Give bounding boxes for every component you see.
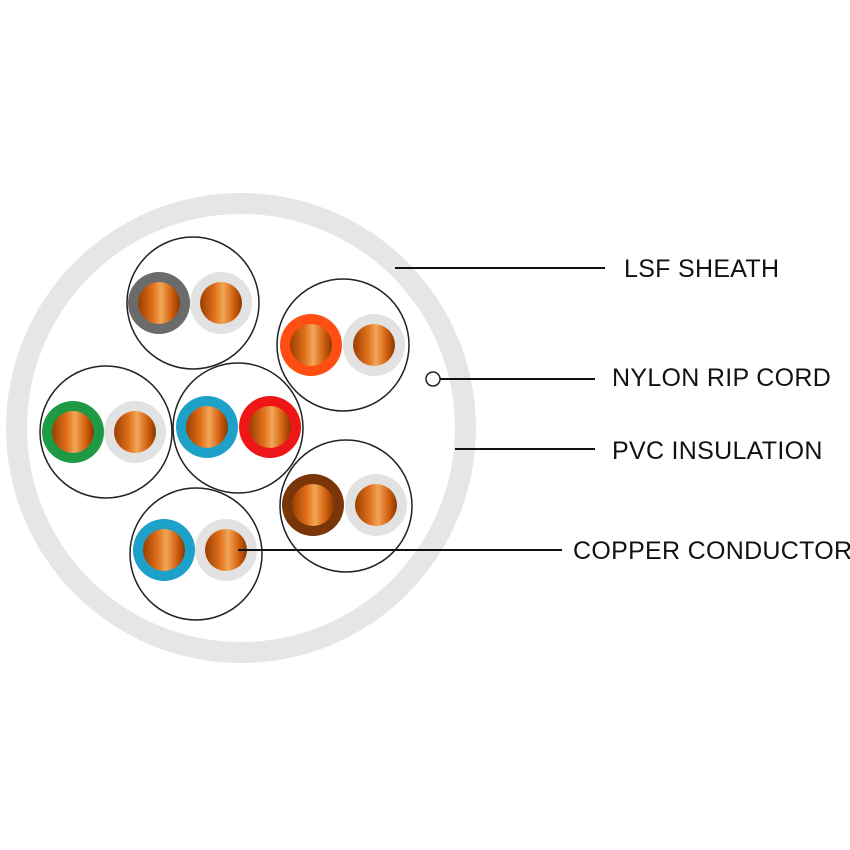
green-pair (39, 365, 173, 499)
copper-conductor (138, 282, 180, 324)
brown-pair (279, 439, 413, 573)
white-wire (190, 272, 252, 334)
colored-wire (42, 401, 104, 463)
pair-boundary (172, 362, 304, 494)
grey-pair (126, 236, 260, 370)
copper-conductor (52, 411, 94, 453)
center-pair (172, 362, 304, 494)
copper-conductor (353, 324, 395, 366)
orange-pair (276, 278, 410, 412)
nylon-rip-cord (425, 371, 441, 387)
colored-wire (128, 272, 190, 334)
white-wire (104, 401, 166, 463)
pvc-insulation-label: PVC INSULATION (612, 437, 823, 465)
copper-conductor (292, 484, 334, 526)
copper-conductor-label: COPPER CONDUCTOR (573, 537, 850, 565)
copper-conductor (186, 406, 228, 448)
copper-conductor (200, 282, 242, 324)
copper-conductor (114, 411, 156, 453)
copper-conductor (290, 324, 332, 366)
copper-conductor (143, 529, 185, 571)
twisted-pairs (39, 236, 413, 621)
colored-wire (133, 519, 195, 581)
copper-conductor (355, 484, 397, 526)
lsf-sheath-label: LSF SHEATH (624, 255, 779, 283)
nylon-rip-cord-label: NYLON RIP CORD (612, 364, 831, 392)
copper-conductor (249, 406, 291, 448)
white-wire (345, 474, 407, 536)
colored-wire (176, 396, 238, 458)
copper-conductor (205, 529, 247, 571)
colored-wire (280, 314, 342, 376)
colored-wire (239, 396, 301, 458)
colored-wire (282, 474, 344, 536)
white-wire (343, 314, 405, 376)
white-wire (195, 519, 257, 581)
blue-pair (129, 487, 263, 621)
